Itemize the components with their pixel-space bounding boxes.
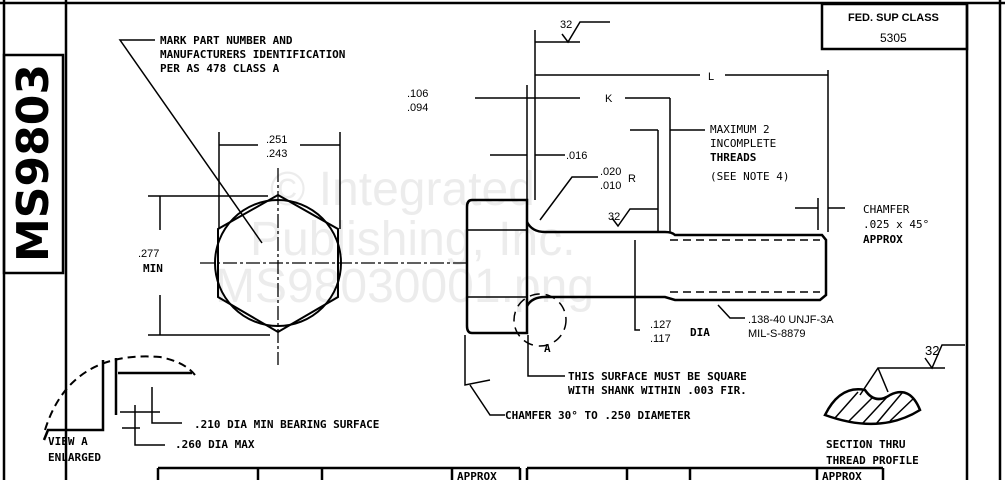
svg-text:DIA: DIA bbox=[690, 326, 710, 339]
mark-part-note: MARK PART NUMBER AND MANUFACTURERS IDENT… bbox=[118, 34, 345, 244]
chamfer-end-note: CHAMFER .025 x 45° APPROX bbox=[863, 203, 929, 246]
svg-text:.277: .277 bbox=[138, 248, 159, 260]
side-dimensions: 32 L K .106 .094 .016 .020 .010 R 32 bbox=[407, 19, 845, 228]
watermark: © Integrated Publishing, Inc. MS98030001… bbox=[215, 163, 594, 313]
svg-text:ENLARGED: ENLARGED bbox=[48, 451, 101, 464]
svg-text:.016: .016 bbox=[566, 150, 587, 162]
svg-text:THREADS: THREADS bbox=[710, 151, 756, 164]
svg-text:.138-40 UNJF-3A: .138-40 UNJF-3A bbox=[748, 314, 834, 326]
svg-text:.020: .020 bbox=[600, 166, 621, 178]
svg-text:(SEE NOTE 4): (SEE NOTE 4) bbox=[710, 170, 789, 183]
hex-head-view: .251 .243 .277 MIN bbox=[138, 132, 470, 365]
table-header-approx: APPROX bbox=[822, 470, 862, 480]
svg-text:CHAMFER: CHAMFER bbox=[863, 203, 910, 216]
dimension-table: APPROX APPROX bbox=[156, 466, 885, 480]
svg-text:MIL-S-8879: MIL-S-8879 bbox=[748, 328, 805, 340]
svg-text:.260 DIA MAX: .260 DIA MAX bbox=[175, 438, 255, 451]
svg-text:MARK PART NUMBER AND: MARK PART NUMBER AND bbox=[160, 34, 293, 47]
drawing-number: MS9803 bbox=[8, 64, 59, 262]
svg-text:THIS SURFACE MUST BE SQUARE: THIS SURFACE MUST BE SQUARE bbox=[568, 370, 747, 383]
max-threads-note: MAXIMUM 2 INCOMPLETE THREADS (SEE NOTE 4… bbox=[710, 123, 789, 183]
table-header-approx: APPROX bbox=[457, 470, 497, 480]
view-a-marker: A bbox=[544, 342, 551, 355]
svg-text:PER AS 478 CLASS A: PER AS 478 CLASS A bbox=[160, 62, 280, 75]
thread-profile-section: 32 SECTION THRU THREAD PROFILE bbox=[823, 343, 965, 467]
svg-text:.127: .127 bbox=[650, 319, 671, 331]
fed-sup-class-label: FED. SUP CLASS bbox=[848, 12, 939, 24]
thread-spec-note: .138-40 UNJF-3A MIL-S-8879 bbox=[717, 304, 834, 340]
watermark-line-3: MS98030001.png bbox=[215, 260, 594, 313]
svg-text:.094: .094 bbox=[407, 102, 428, 114]
svg-text:.210 DIA MIN BEARING SURFACE: .210 DIA MIN BEARING SURFACE bbox=[194, 418, 379, 431]
svg-text:CHAMFER 30° TO .250 DIAMETER: CHAMFER 30° TO .250 DIAMETER bbox=[505, 409, 691, 422]
svg-text:MAXIMUM 2: MAXIMUM 2 bbox=[710, 123, 770, 136]
svg-text:.106: .106 bbox=[407, 88, 428, 100]
svg-text:32: 32 bbox=[608, 211, 620, 223]
svg-text:32: 32 bbox=[925, 343, 939, 358]
chamfer-head-note: CHAMFER 30° TO .250 DIAMETER bbox=[464, 335, 691, 422]
svg-text:R: R bbox=[628, 173, 636, 185]
watermark-line-2: Publishing, Inc. bbox=[250, 213, 576, 266]
fed-sup-class-value: 5305 bbox=[880, 31, 907, 45]
fed-sup-class-box bbox=[820, 2, 969, 51]
svg-text:32: 32 bbox=[560, 19, 572, 31]
svg-text:.243: .243 bbox=[266, 148, 287, 160]
svg-text:MIN: MIN bbox=[143, 262, 163, 275]
svg-text:SECTION THRU: SECTION THRU bbox=[826, 438, 906, 451]
svg-text:.025 x 45°: .025 x 45° bbox=[863, 218, 929, 231]
svg-text:.251: .251 bbox=[266, 134, 287, 146]
svg-text:APPROX: APPROX bbox=[863, 233, 903, 246]
svg-text:K: K bbox=[605, 93, 613, 105]
view-a-enlarged: .210 DIA MIN BEARING SURFACE .260 DIA MA… bbox=[42, 355, 379, 464]
bolt-side-view bbox=[465, 30, 829, 347]
square-surface-note: THIS SURFACE MUST BE SQUARE WITH SHANK W… bbox=[527, 335, 747, 397]
svg-text:MANUFACTURERS IDENTIFICATION: MANUFACTURERS IDENTIFICATION bbox=[160, 48, 345, 61]
svg-text:THREAD PROFILE: THREAD PROFILE bbox=[826, 454, 919, 467]
svg-text:WITH SHANK WITHIN .003 FIR.: WITH SHANK WITHIN .003 FIR. bbox=[568, 384, 747, 397]
drawing-number-box bbox=[2, 53, 65, 275]
watermark-line-1: © Integrated bbox=[270, 163, 535, 216]
svg-text:.010: .010 bbox=[600, 180, 621, 192]
svg-text:INCOMPLETE: INCOMPLETE bbox=[710, 137, 776, 150]
svg-text:VIEW A: VIEW A bbox=[48, 435, 88, 448]
shank-dia-dim: .127 .117 DIA bbox=[650, 319, 710, 345]
svg-text:L: L bbox=[708, 71, 714, 83]
svg-text:.117: .117 bbox=[650, 333, 671, 345]
